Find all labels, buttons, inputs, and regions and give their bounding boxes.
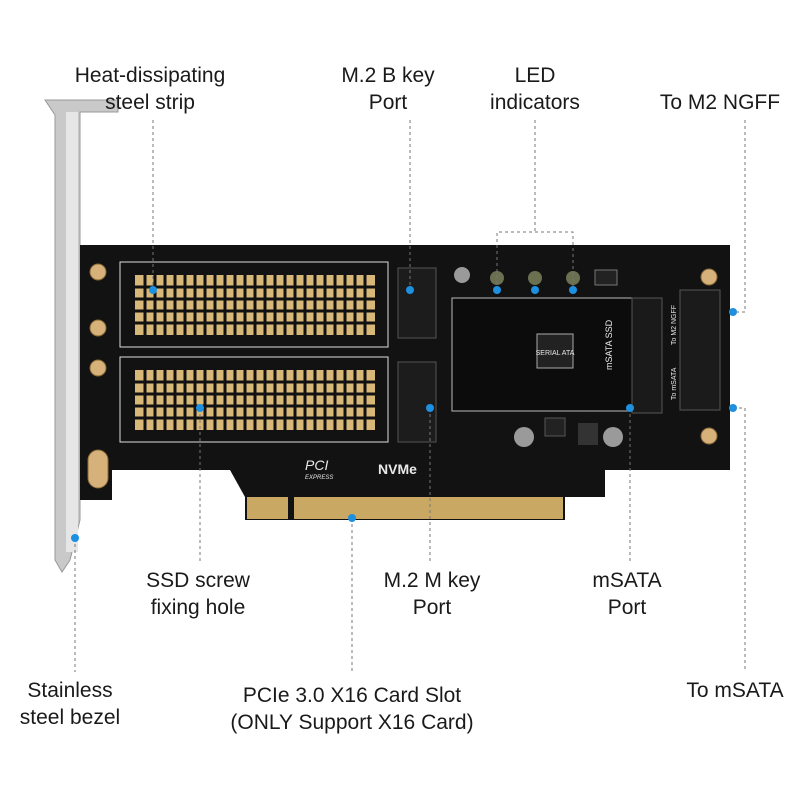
pci-logo-text: PCI (305, 457, 328, 473)
components (454, 267, 623, 447)
label-to-msata: To mSATA (686, 679, 784, 702)
sata-connectors (679, 289, 721, 411)
serial-ata-text: SERIAL ATA (536, 350, 575, 357)
label-to-m2-ngff: To M2 NGFF (659, 91, 781, 114)
m2-b-key-socket (397, 267, 437, 339)
label-pcie-slot: PCIe 3.0 X16 Card Slot(ONLY Support X16 … (230, 684, 474, 734)
msata-ssd-text: mSATA SSD (604, 319, 614, 370)
m2-m-key-socket (397, 361, 437, 443)
to-msata-text: To mSATA (671, 367, 678, 400)
express-logo-text: EXPRESS (305, 475, 333, 481)
msata-socket (631, 297, 663, 414)
to-m2-ngff-text: To M2 NGFF (671, 305, 678, 345)
serial-ata-logo (536, 333, 574, 369)
nvme-text: NVMe (378, 461, 417, 477)
gold-fingers (247, 497, 563, 519)
mounting-holes (87, 263, 718, 489)
pointer-lines (74, 120, 746, 672)
heat-dissipating-strip (119, 261, 389, 443)
pointer-dots (71, 286, 737, 542)
